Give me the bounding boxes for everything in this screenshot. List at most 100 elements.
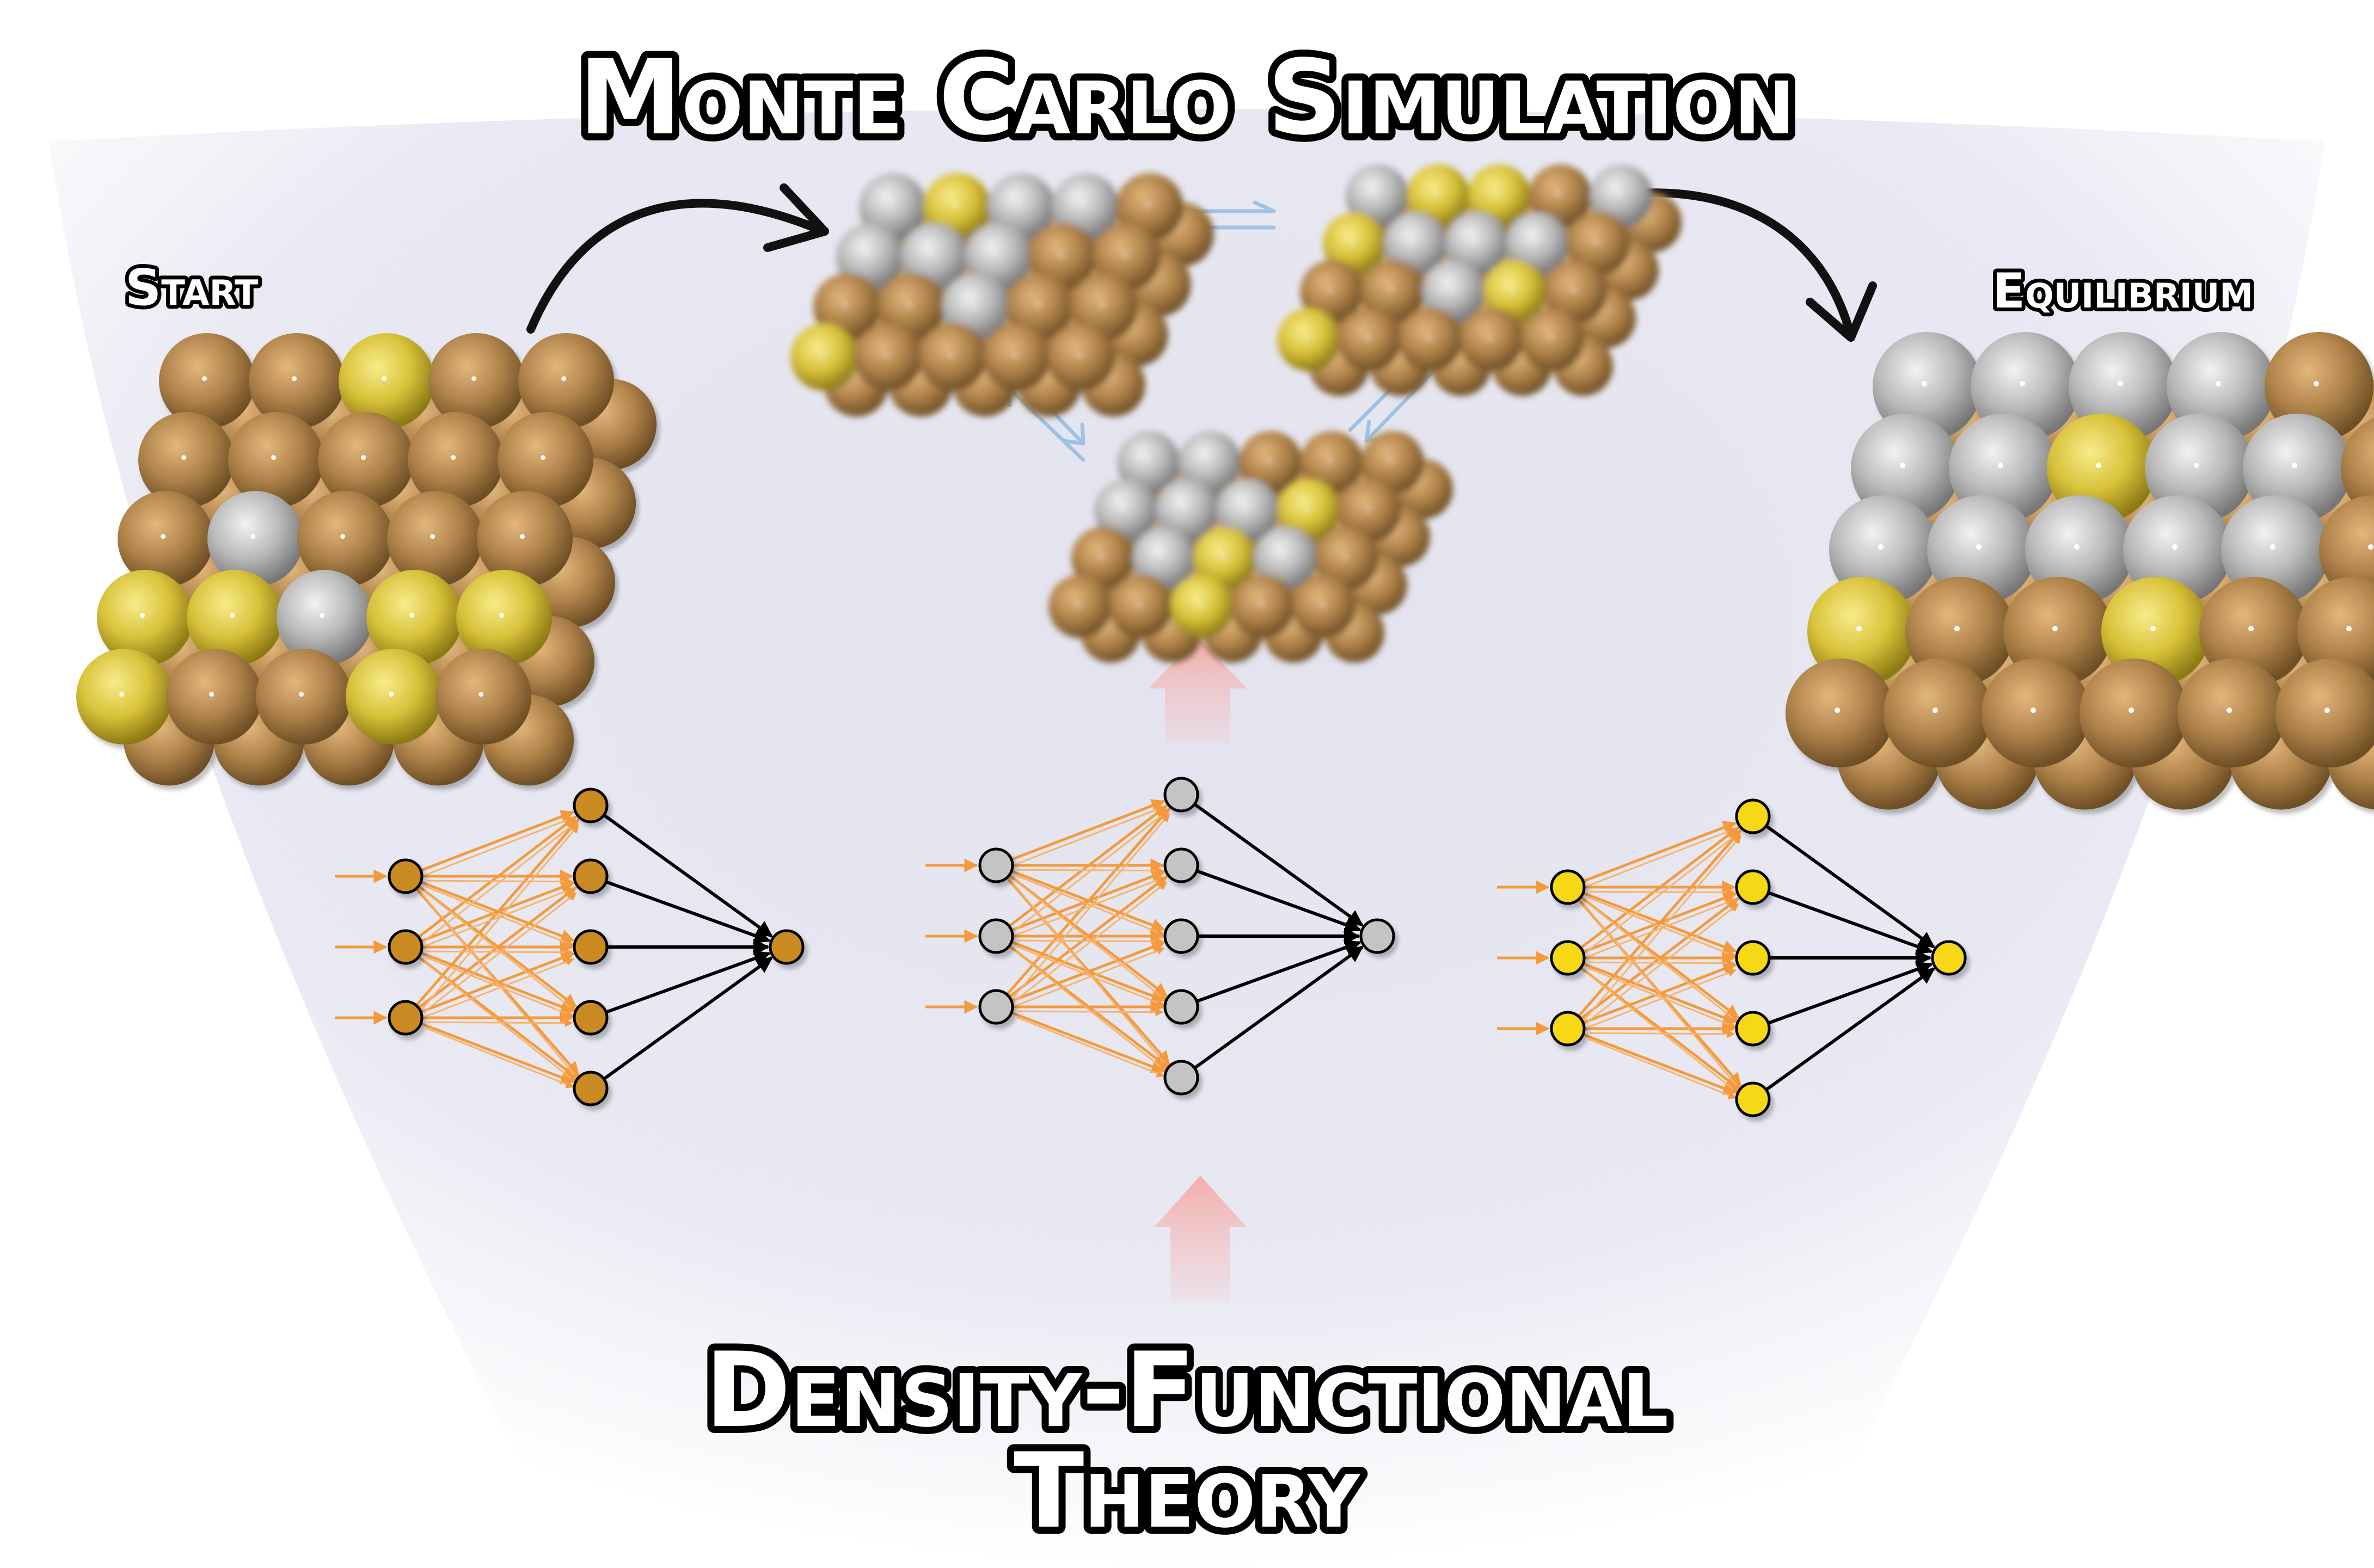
connection-input-hidden-extra	[423, 892, 577, 1013]
title-dft-line1: Density-Functional	[705, 1330, 1668, 1450]
atom-highlight	[2270, 544, 2275, 550]
connection-input-hidden-extra	[426, 958, 574, 1017]
connection-input-hidden-extra	[1014, 881, 1168, 1002]
connection-input-hidden	[1011, 1011, 1165, 1073]
atom-gold	[1468, 164, 1531, 227]
atom-copper	[1300, 260, 1363, 323]
atom-gold	[1407, 164, 1470, 227]
atom-highlight	[1557, 193, 1561, 196]
atom-highlight	[499, 613, 504, 618]
atom-highlight	[181, 455, 186, 460]
connection-input-hidden	[415, 818, 580, 1007]
atom-highlight	[140, 613, 145, 618]
atom-copper	[2297, 577, 2374, 686]
atom-gold	[1170, 575, 1234, 638]
atom-highlight	[2216, 381, 2221, 386]
connection-input-hidden-extra	[1583, 835, 1742, 1022]
connection-input-hidden	[1577, 829, 1742, 1018]
atom-highlight	[2118, 381, 2123, 386]
connection-hidden-output	[605, 950, 771, 1014]
atom-highlight	[2128, 708, 2134, 713]
atom-highlight	[361, 455, 366, 460]
atom-highlight	[119, 692, 125, 697]
atom-copper	[1544, 260, 1607, 323]
atom-highlight	[561, 376, 566, 381]
atom-copper	[1231, 575, 1295, 638]
atom-highlight	[2074, 544, 2079, 550]
input-node	[388, 1000, 424, 1036]
hidden-node	[1163, 918, 1199, 954]
atom-highlight	[541, 455, 545, 460]
atom-highlight	[2346, 626, 2352, 631]
hidden-node	[1163, 777, 1199, 813]
atom-highlight	[1534, 241, 1538, 244]
network-gold	[1497, 798, 1967, 1117]
atom-highlight	[1059, 253, 1063, 257]
atom-highlight	[2226, 708, 2232, 713]
label-start: Start	[125, 259, 259, 317]
connection-input-hidden	[1005, 807, 1170, 996]
atom-highlight	[2368, 544, 2373, 550]
connection-input-hidden-extra	[1016, 1016, 1165, 1078]
atom-highlight	[2248, 626, 2254, 631]
atom-highlight	[1161, 555, 1164, 559]
connection-input-hidden	[1580, 826, 1739, 949]
atom-highlight	[320, 613, 324, 618]
atom-silver	[2025, 495, 2134, 604]
atom-highlight	[1013, 353, 1017, 358]
title-dft-line2: Theory	[1014, 1431, 1361, 1551]
atom-copper	[428, 333, 524, 429]
atom-highlight	[1260, 603, 1263, 607]
atom-gold	[366, 570, 462, 666]
connection-input-hidden-extra	[1014, 810, 1168, 931]
connection-input-hidden	[1582, 1033, 1737, 1095]
atom-silver	[1873, 332, 1982, 441]
cluster-equilibrium	[1786, 332, 2374, 810]
atom-copper	[1460, 308, 1523, 371]
atom-copper	[2275, 659, 2374, 767]
connection-hidden-output	[1765, 825, 1935, 949]
connection-input-hidden-extra	[1011, 813, 1170, 1000]
atom-copper	[2003, 577, 2112, 686]
atom-copper	[138, 412, 234, 508]
atom-highlight	[866, 253, 870, 257]
connection-input-hidden-extra	[1585, 832, 1739, 953]
atom-gold	[1483, 260, 1546, 323]
atom-highlight	[1267, 459, 1271, 463]
cluster-start	[76, 333, 657, 786]
atom-highlight	[250, 534, 255, 539]
atom-copper	[1047, 323, 1115, 391]
atom-highlight	[1328, 288, 1332, 292]
input-node	[388, 929, 424, 965]
atom-copper	[2265, 332, 2373, 441]
atom-highlight	[1618, 193, 1622, 196]
atom-highlight	[2314, 381, 2319, 386]
atom-copper	[166, 649, 262, 745]
hidden-node	[1163, 1060, 1199, 1096]
atom-silver	[1132, 527, 1195, 590]
atom-highlight	[1366, 507, 1370, 511]
atom-silver	[1829, 495, 1938, 604]
atom-highlight	[202, 376, 207, 381]
connection-hidden-output	[1196, 869, 1361, 933]
atom-silver	[1506, 212, 1569, 275]
atom-highlight	[843, 303, 847, 308]
input-node	[1550, 869, 1586, 905]
connection-input-hidden-extra	[1017, 1008, 1164, 1017]
atom-silver	[1254, 527, 1317, 590]
flow-arrow-lower	[1154, 1176, 1247, 1301]
atom-silver	[1178, 431, 1241, 494]
atom-gold	[187, 570, 283, 666]
atom-highlight	[1305, 336, 1309, 340]
atom-silver	[1384, 212, 1447, 275]
atom-highlight	[1998, 463, 2003, 468]
atom-highlight	[382, 376, 387, 381]
atom-gold	[2101, 577, 2210, 686]
connection-input-hidden-extra	[1016, 947, 1165, 1006]
output-node	[1359, 918, 1395, 954]
atom-copper	[518, 333, 614, 429]
connection-hidden-output	[1196, 939, 1361, 1003]
hidden-node	[1163, 847, 1199, 883]
connection-hidden-output	[603, 814, 773, 938]
atom-gold	[456, 570, 552, 666]
